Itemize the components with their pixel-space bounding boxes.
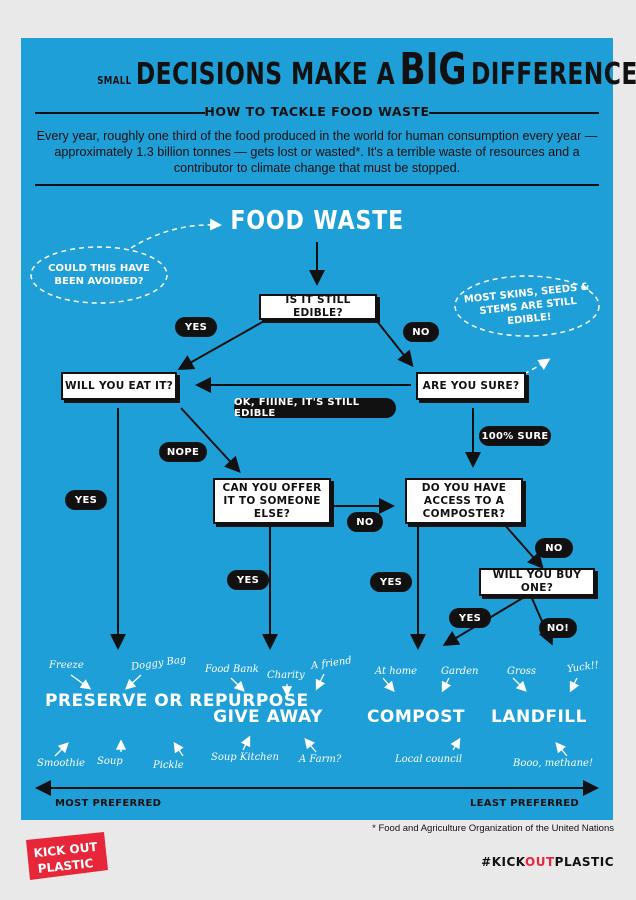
- label-yes: YES: [175, 317, 217, 337]
- note-gross: Gross: [507, 666, 537, 677]
- outcome-preserve: PRESERVE OR REPURPOSE: [45, 691, 309, 711]
- title-end: DIFFERENCE: [470, 57, 636, 92]
- intro-text: Every year, roughly one third of the foo…: [36, 129, 598, 175]
- note-garden: Garden: [441, 666, 479, 677]
- note-smoothie: Smoothie: [37, 758, 85, 769]
- outcome-compost: COMPOST: [366, 707, 466, 727]
- label-yes: YES: [370, 572, 412, 592]
- note-pickle: Pickle: [153, 760, 184, 771]
- label-no: NO: [347, 512, 383, 532]
- logo-line-1: KICK OUT: [33, 840, 99, 861]
- flow-start: FOOD WASTE: [230, 206, 404, 236]
- note-charity: Charity: [267, 670, 305, 681]
- flow-arrows: [30, 218, 600, 796]
- logo-line-2: PLASTIC: [37, 856, 94, 876]
- label-no: NO!: [539, 618, 577, 638]
- title-big: BIG: [399, 44, 467, 95]
- kick-out-plastic-logo: KICK OUT PLASTIC: [20, 830, 112, 882]
- divider: [35, 184, 599, 186]
- title-main: DECISIONS MAKE A: [135, 57, 396, 92]
- note-farm: A Farm?: [299, 754, 342, 765]
- page-title: SMALL DECISIONS MAKE A BIG DIFFERENCE: [21, 44, 636, 95]
- hashtag-part: OUT: [525, 855, 555, 869]
- infographic-panel: SMALL DECISIONS MAKE A BIG DIFFERENCE HO…: [21, 38, 636, 820]
- question-buy-one: WILL YOU BUY ONE?: [479, 568, 595, 596]
- label-no: NO: [403, 322, 439, 342]
- divider: [429, 112, 599, 114]
- outcome-give-away: GIVE AWAY: [213, 707, 323, 727]
- question-will-eat: WILL YOU EAT IT?: [61, 372, 177, 400]
- footnote: * Food and Agriculture Organization of t…: [372, 823, 614, 834]
- note-at-home: At home: [375, 666, 418, 677]
- note-soup: Soup: [97, 756, 123, 767]
- question-offer-someone: CAN YOU OFFER IT TO SOMEONE ELSE?: [213, 478, 331, 524]
- label-yes: YES: [65, 490, 107, 510]
- question-still-edible: IS IT STILL EDIBLE?: [259, 294, 377, 320]
- title-small: SMALL: [97, 74, 132, 87]
- label-yes: YES: [449, 608, 491, 628]
- scale-least-preferred: LEAST PREFERRED: [469, 798, 579, 809]
- note-food-bank: Food Bank: [205, 664, 259, 675]
- question-composter-access: DO YOU HAVE ACCESS TO A COMPOSTER?: [405, 478, 523, 524]
- note-local-council: Local council: [395, 754, 463, 765]
- label-ok-fine: OK, FIIINE, IT'S STILL EDIBLE: [234, 397, 396, 419]
- outcome-landfill: LANDFILL: [491, 707, 587, 727]
- note-freeze: Freeze: [49, 660, 84, 671]
- question-are-you-sure: ARE YOU SURE?: [416, 372, 526, 400]
- cloud-avoided: COULD THIS HAVE BEEN AVOIDED?: [48, 263, 150, 287]
- label-yes: YES: [227, 570, 269, 590]
- hashtag-part: #KICK: [481, 855, 526, 869]
- label-no: NO: [535, 538, 573, 558]
- hashtag: #KICKOUTPLASTIC: [481, 855, 614, 869]
- label-nope: NOPE: [159, 442, 207, 462]
- subtitle: HOW TO TACKLE FOOD WASTE: [204, 104, 430, 119]
- scale-most-preferred: MOST PREFERRED: [55, 798, 162, 809]
- divider: [35, 112, 205, 114]
- label-100-sure: 100% SURE: [479, 426, 551, 446]
- note-methane: Booo, methane!: [513, 758, 593, 769]
- hashtag-part: PLASTIC: [554, 855, 614, 869]
- note-soup-kitchen: Soup Kitchen: [211, 752, 279, 763]
